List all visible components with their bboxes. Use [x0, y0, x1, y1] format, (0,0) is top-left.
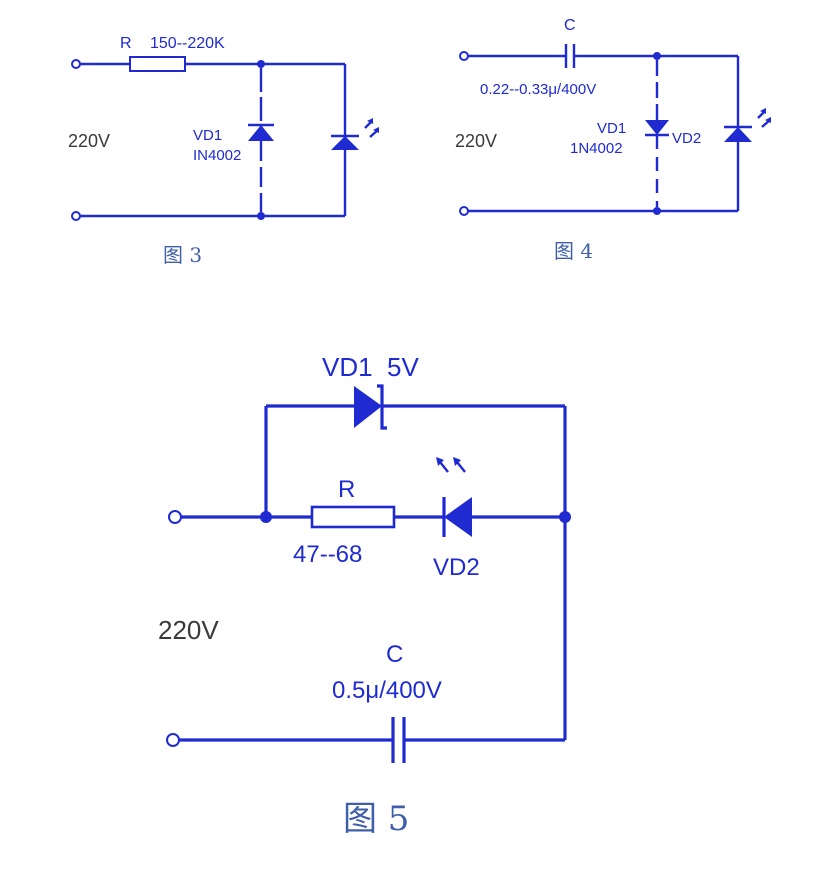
figure-3: R 150--220K 220V VD1 IN4002 图 3 [68, 35, 379, 267]
fig3-resistor-value: 150--220K [150, 35, 225, 52]
fig3-diode-vd1 [248, 125, 274, 141]
fig4-diode1-name: VD1 [597, 120, 626, 137]
figure-4: C 0.22--0.33μ/400V 220V VD1 1N4002 VD2 图… [455, 17, 771, 263]
fig4-capacitor-value: 0.22--0.33μ/400V [480, 81, 596, 98]
fig5-led-light-arrows [436, 457, 466, 473]
fig3-junction [257, 60, 265, 68]
fig3-input-terminal-top [71, 59, 81, 69]
fig4-input-terminal-top [459, 51, 469, 61]
fig5-resistor [310, 505, 396, 529]
fig3-voltage-label: 220V [68, 131, 110, 151]
fig4-diode-vd1 [645, 120, 669, 135]
fig5-led-vd2 [444, 497, 472, 537]
fig3-diode-name: VD1 [193, 127, 222, 144]
fig3-led-light-arrows [364, 118, 379, 138]
fig4-junction [653, 207, 661, 215]
figure-5: VD1 5V R 47--68 VD2 220V C 0.5μ/400V 图 5 [158, 352, 571, 839]
fig5-capacitor-label: C [386, 641, 403, 668]
fig5-input-terminal-bottom [166, 733, 180, 747]
fig5-caption: 图 5 [343, 799, 409, 839]
fig5-resistor-value: 47--68 [293, 541, 362, 568]
fig4-diode1-part: 1N4002 [570, 140, 623, 157]
fig5-zener-label: VD1 5V [322, 352, 419, 382]
fig4-led-light-arrows [757, 108, 771, 128]
fig4-input-terminal-bottom [459, 206, 469, 216]
fig4-capacitor-label: C [564, 17, 576, 34]
fig4-led-vd2 [724, 127, 752, 142]
fig3-resistor [129, 56, 186, 72]
fig5-zener-vd1 [354, 386, 382, 428]
fig4-caption: 图 4 [554, 239, 593, 263]
fig5-capacitor-value: 0.5μ/400V [332, 677, 442, 704]
fig5-junction [559, 511, 571, 523]
fig3-input-terminal-bottom [71, 211, 81, 221]
fig5-voltage-label: 220V [158, 615, 219, 645]
fig3-diode-part: IN4002 [193, 147, 241, 164]
fig3-junction [257, 212, 265, 220]
fig5-led-label: VD2 [433, 554, 480, 581]
fig5-junction [260, 511, 272, 523]
fig5-resistor-label: R [338, 476, 355, 503]
fig3-caption: 图 3 [163, 243, 202, 267]
fig4-junction [653, 52, 661, 60]
fig3-led [331, 136, 359, 150]
fig5-input-terminal-top [168, 510, 182, 524]
fig4-voltage-label: 220V [455, 131, 497, 151]
fig4-diode2-name: VD2 [672, 130, 701, 147]
fig3-resistor-label: R [120, 35, 132, 52]
